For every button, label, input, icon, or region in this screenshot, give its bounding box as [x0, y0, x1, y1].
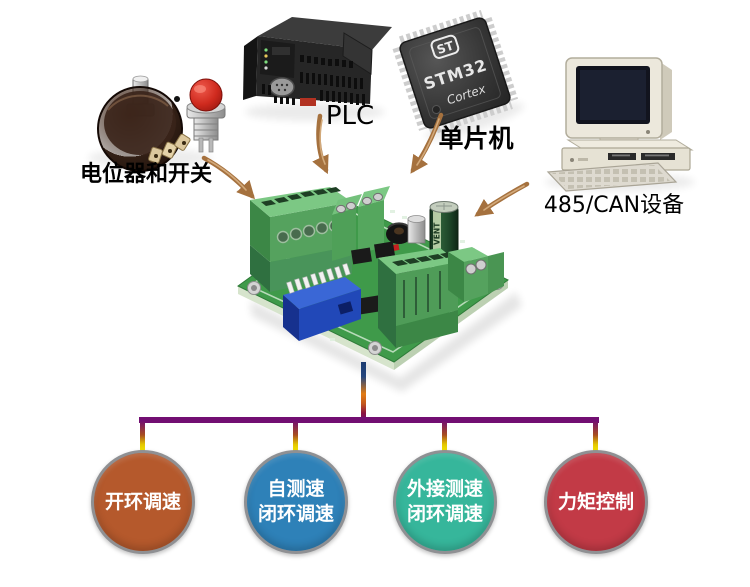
chip-body [399, 17, 511, 129]
power-capacitor: VENT [429, 201, 459, 254]
computer-illustration [545, 57, 695, 192]
mode-circle-open-loop: 开环调速 [91, 450, 195, 554]
st-logo [430, 34, 460, 59]
plc-red-clip [300, 98, 316, 106]
connector-drop [593, 421, 598, 452]
pushbutton-illustration [186, 78, 226, 153]
mode-label: 开环调速 [104, 490, 181, 513]
chip-logo-text: ST [435, 38, 456, 57]
button-barrel [193, 117, 219, 141]
mode-label: 力矩控制 [557, 490, 634, 513]
connector-stem [361, 362, 366, 420]
potentiometer-switch-label: 电位器和开关 [79, 162, 212, 187]
plc-illustration [243, 17, 392, 121]
button-cap [189, 78, 223, 112]
plc-label: PLC [325, 101, 375, 131]
mode-circle-torque: 力矩控制 [544, 450, 648, 554]
mode-label-line1: 自测速 [267, 478, 325, 500]
dip-levers [286, 263, 351, 294]
terminal-block-right [448, 247, 504, 302]
arrows [201, 112, 530, 217]
connector-drop [140, 421, 145, 452]
arrow-plc-icon [312, 113, 329, 175]
terminal-block-bottom [378, 248, 458, 348]
mode-label-line2: 闭环调速 [257, 503, 334, 525]
inductor-and-small-cap [386, 215, 426, 252]
mcu-label: 单片机 [438, 124, 514, 153]
connector-bar [139, 417, 599, 423]
controller-board-illustration: VENT [237, 186, 522, 392]
connector-drop [442, 421, 447, 452]
plc-db9-connector [269, 77, 295, 97]
mode-label-line2: 闭环调速 [406, 503, 483, 525]
mode-circle-external-feedback: 外接测速 闭环调速 [393, 450, 497, 554]
capacitor-vent-text: VENT [433, 222, 442, 245]
485-can-label: 485/CAN设备 [543, 193, 685, 218]
mode-circle-self-feedback: 自测速 闭环调速 [244, 450, 348, 554]
connector-drop [293, 421, 298, 452]
pot-terminals [148, 133, 191, 164]
plc-terminal-row [300, 55, 353, 68]
mcu-chip-illustration: ST STM32 Cortex [391, 9, 525, 140]
dip-switch [283, 263, 361, 341]
plc-vents [262, 72, 365, 105]
terminal-towers-top [332, 186, 390, 261]
potentiometer-illustration [88, 75, 212, 172]
mode-label-line1: 外接测速 [406, 478, 483, 500]
